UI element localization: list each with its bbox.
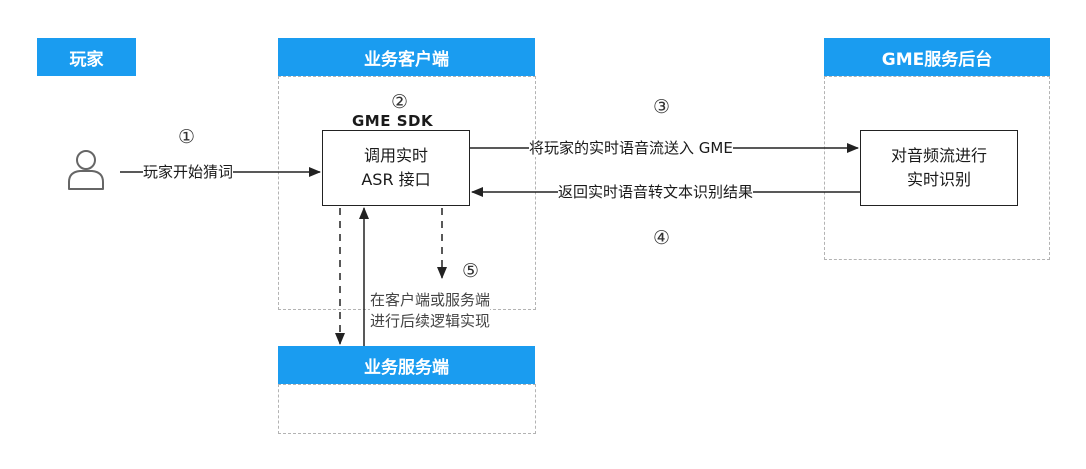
asr-interface-box: 调用实时 ASR 接口 (322, 130, 470, 206)
server-lane-container (278, 384, 536, 434)
asr-box-line2: ASR 接口 (361, 170, 431, 189)
step-number-5: ⑤ (462, 260, 480, 282)
user-icon (68, 150, 104, 190)
followup-note-line1: 在客户端或服务端 (370, 291, 491, 309)
player-lane-title: 玩家 (69, 49, 104, 70)
server-lane-header: 业务服务端 (278, 346, 535, 384)
backend-lane-title: GME服务后台 (881, 49, 993, 70)
backend-lane-container (824, 76, 1050, 260)
step-number-3: ③ (653, 96, 671, 118)
flow-label-send: 将玩家的实时语音流送入 GME (529, 139, 733, 157)
player-lane-header: 玩家 (37, 38, 136, 76)
flow-label-return: 返回实时语音转文本识别结果 (558, 183, 754, 201)
realtime-recognition-box: 对音频流进行 实时识别 (860, 130, 1018, 206)
step-number-2: ② (391, 91, 409, 113)
followup-note-line2: 进行后续逻辑实现 (370, 312, 491, 330)
recognition-box-line1: 对音频流进行 (890, 146, 987, 165)
flow-label-start: 玩家开始猜词 (143, 163, 234, 181)
client-lane-title: 业务客户端 (364, 49, 449, 70)
asr-box-line1: 调用实时 (363, 146, 428, 165)
followup-note: 在客户端或服务端 进行后续逻辑实现 (370, 290, 491, 332)
step-number-4: ④ (653, 227, 671, 249)
backend-lane-header: GME服务后台 (824, 38, 1050, 76)
recognition-box-line2: 实时识别 (906, 170, 971, 189)
gme-sdk-label: GME SDK (352, 112, 434, 130)
step-number-1: ① (178, 126, 196, 148)
server-lane-title: 业务服务端 (364, 357, 449, 378)
client-lane-header: 业务客户端 (278, 38, 535, 76)
